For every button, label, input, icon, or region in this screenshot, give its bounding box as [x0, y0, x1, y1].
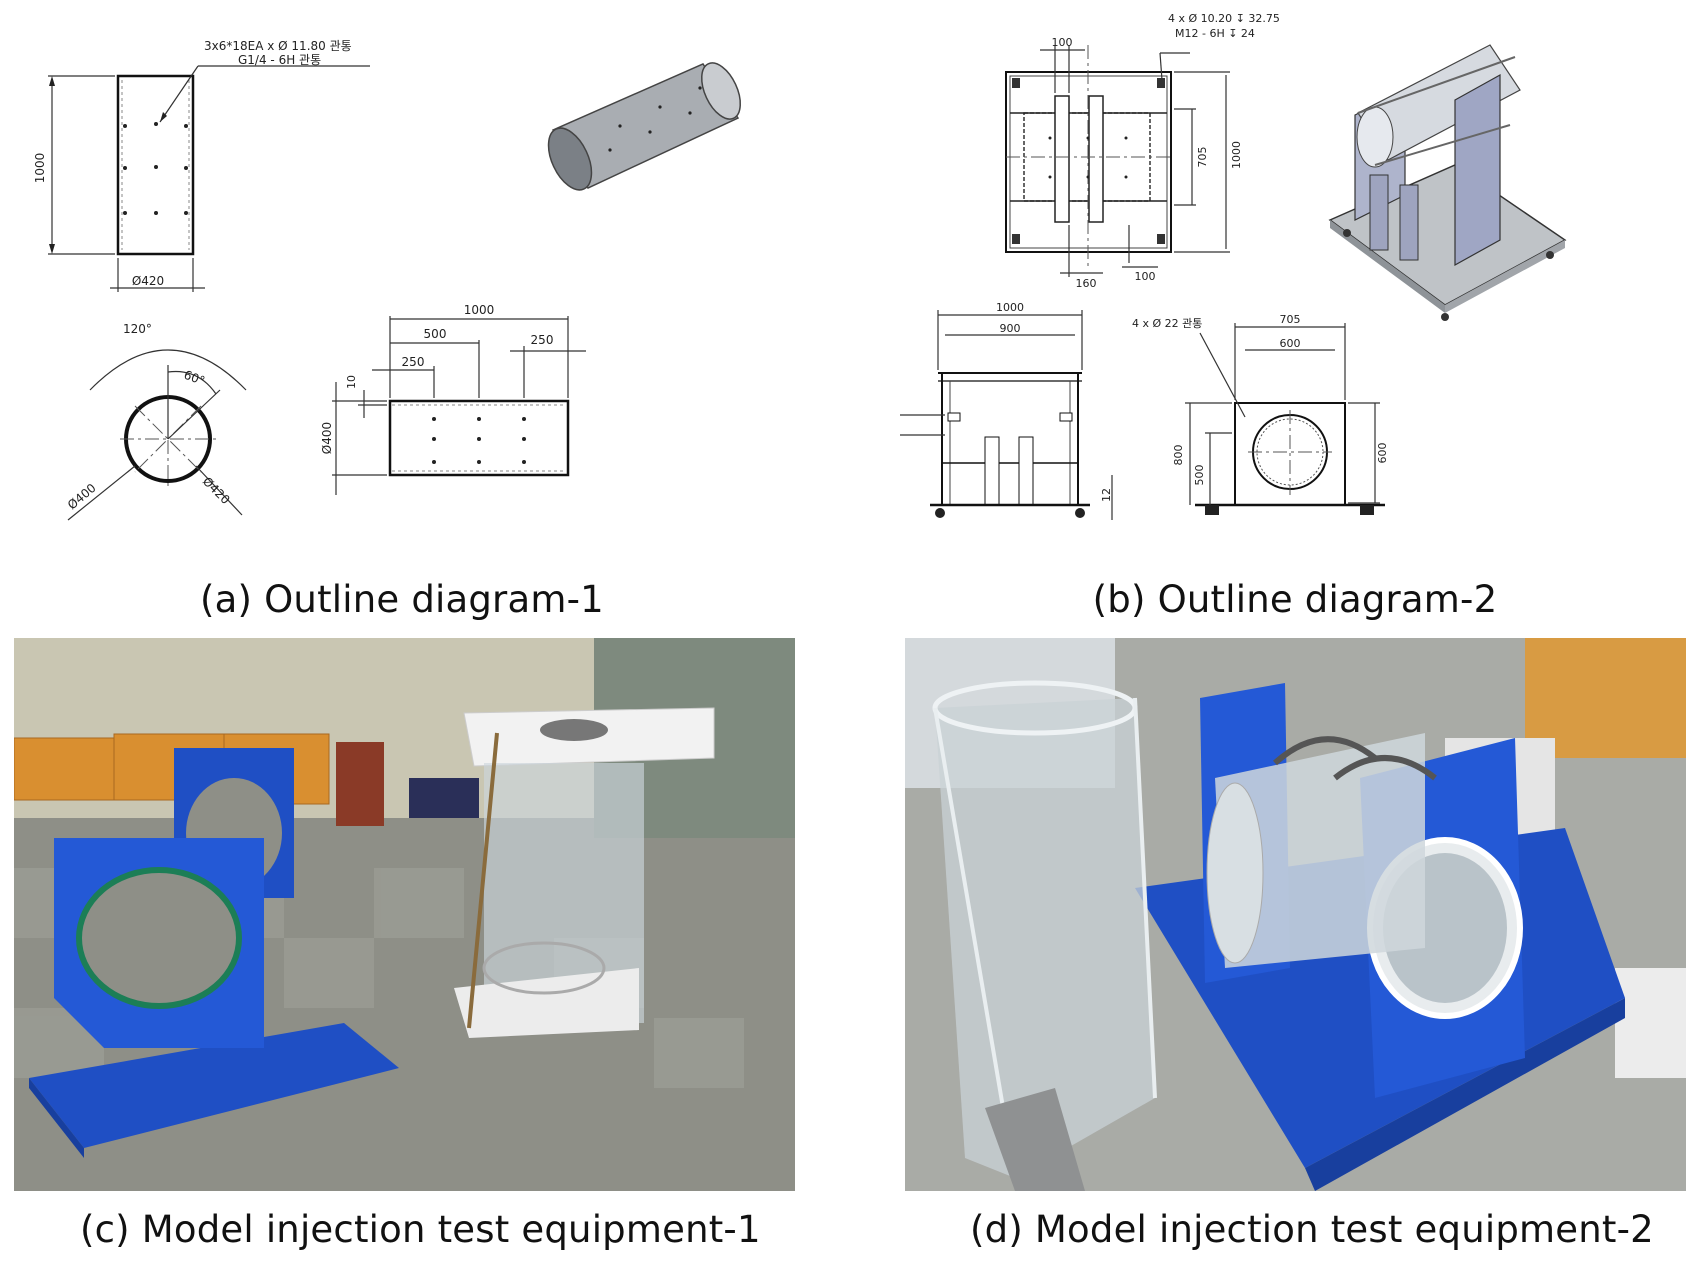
photo-1-illustration	[14, 638, 795, 1191]
side-hole-note: 4 x Ø 22 관통	[1132, 317, 1202, 330]
offset-10-label: 10	[345, 375, 358, 389]
cylinder-section-view: 120° 60° Ø400 Ø420	[65, 322, 247, 521]
side-500-label: 500	[1193, 465, 1206, 486]
frame-side-view: 705 600 4 x Ø 22 관통 800 500 600	[1132, 313, 1389, 515]
height-label: 1000	[33, 153, 47, 184]
caption-a: (a) Outline diagram-1	[200, 578, 604, 621]
hole-note-2: G1/4 - 6H 관통	[238, 53, 321, 67]
width-label: Ø420	[132, 274, 164, 288]
height-705-label: 705	[1196, 147, 1209, 168]
tap-note-2: M12 - 6H ↧ 24	[1175, 27, 1255, 40]
photo-2-illustration	[905, 638, 1686, 1191]
top-100-label: 100	[1052, 36, 1073, 49]
outline-diagram-2: 100 4 x Ø 10.20 ↧ 32.75 M12 - 6H ↧ 24 10…	[900, 5, 1690, 570]
frame-top-view: 100 4 x Ø 10.20 ↧ 32.75 M12 - 6H ↧ 24 10…	[1005, 12, 1280, 290]
length-250b-label: 250	[531, 333, 554, 347]
caption-d: (d) Model injection test equipment-2	[970, 1208, 1654, 1251]
bottom-100-label: 100	[1135, 270, 1156, 283]
length-1000-label: 1000	[464, 303, 495, 317]
side-705-label: 705	[1280, 313, 1301, 326]
outline-diagram-1-drawing: 3x6*18EA x Ø 11.80 관통 G1/4 - 6H 관통 1000 …	[33, 39, 742, 521]
caption-b: (b) Outline diagram-2	[1092, 578, 1498, 621]
front-1000-label: 1000	[996, 301, 1024, 314]
outer-dia-label: Ø420	[200, 474, 233, 507]
angle-120-label: 120°	[123, 322, 152, 336]
height-1000-label: 1000	[1230, 141, 1243, 169]
bottom-160-label: 160	[1076, 277, 1097, 290]
cylinder-front-view	[116, 74, 195, 256]
angle-60-label: 60°	[182, 368, 207, 388]
cylinder-isometric	[547, 62, 742, 191]
side-600-label: 600	[1280, 337, 1301, 350]
inner-dia-label: Ø400	[65, 481, 99, 513]
frame-front-view: 1000 900 500 400 12	[900, 301, 1113, 520]
side-600r-label: 600	[1376, 443, 1389, 464]
hole-note-1: 3x6*18EA x Ø 11.80 관통	[204, 39, 352, 53]
frame-isometric	[1328, 44, 1567, 321]
outline-diagram-2-drawing: 100 4 x Ø 10.20 ↧ 32.75 M12 - 6H ↧ 24 10…	[900, 12, 1567, 520]
tap-note-1: 4 x Ø 10.20 ↧ 32.75	[1168, 12, 1280, 25]
photo-test-equipment-2	[905, 638, 1686, 1191]
side-dia-label: Ø400	[320, 422, 334, 454]
side-800-label: 800	[1172, 445, 1185, 466]
front-900-label: 900	[1000, 322, 1021, 335]
caption-c: (c) Model injection test equipment-1	[80, 1208, 761, 1251]
front-12-label: 12	[1100, 488, 1113, 502]
length-250a-label: 250	[402, 355, 425, 369]
outline-diagram-1: 3x6*18EA x Ø 11.80 관통 G1/4 - 6H 관통 1000 …	[20, 10, 820, 570]
cylinder-side-view: 1000 500 250 250 10 Ø400	[320, 303, 586, 495]
length-500-label: 500	[424, 327, 447, 341]
photo-test-equipment-1	[14, 638, 795, 1191]
